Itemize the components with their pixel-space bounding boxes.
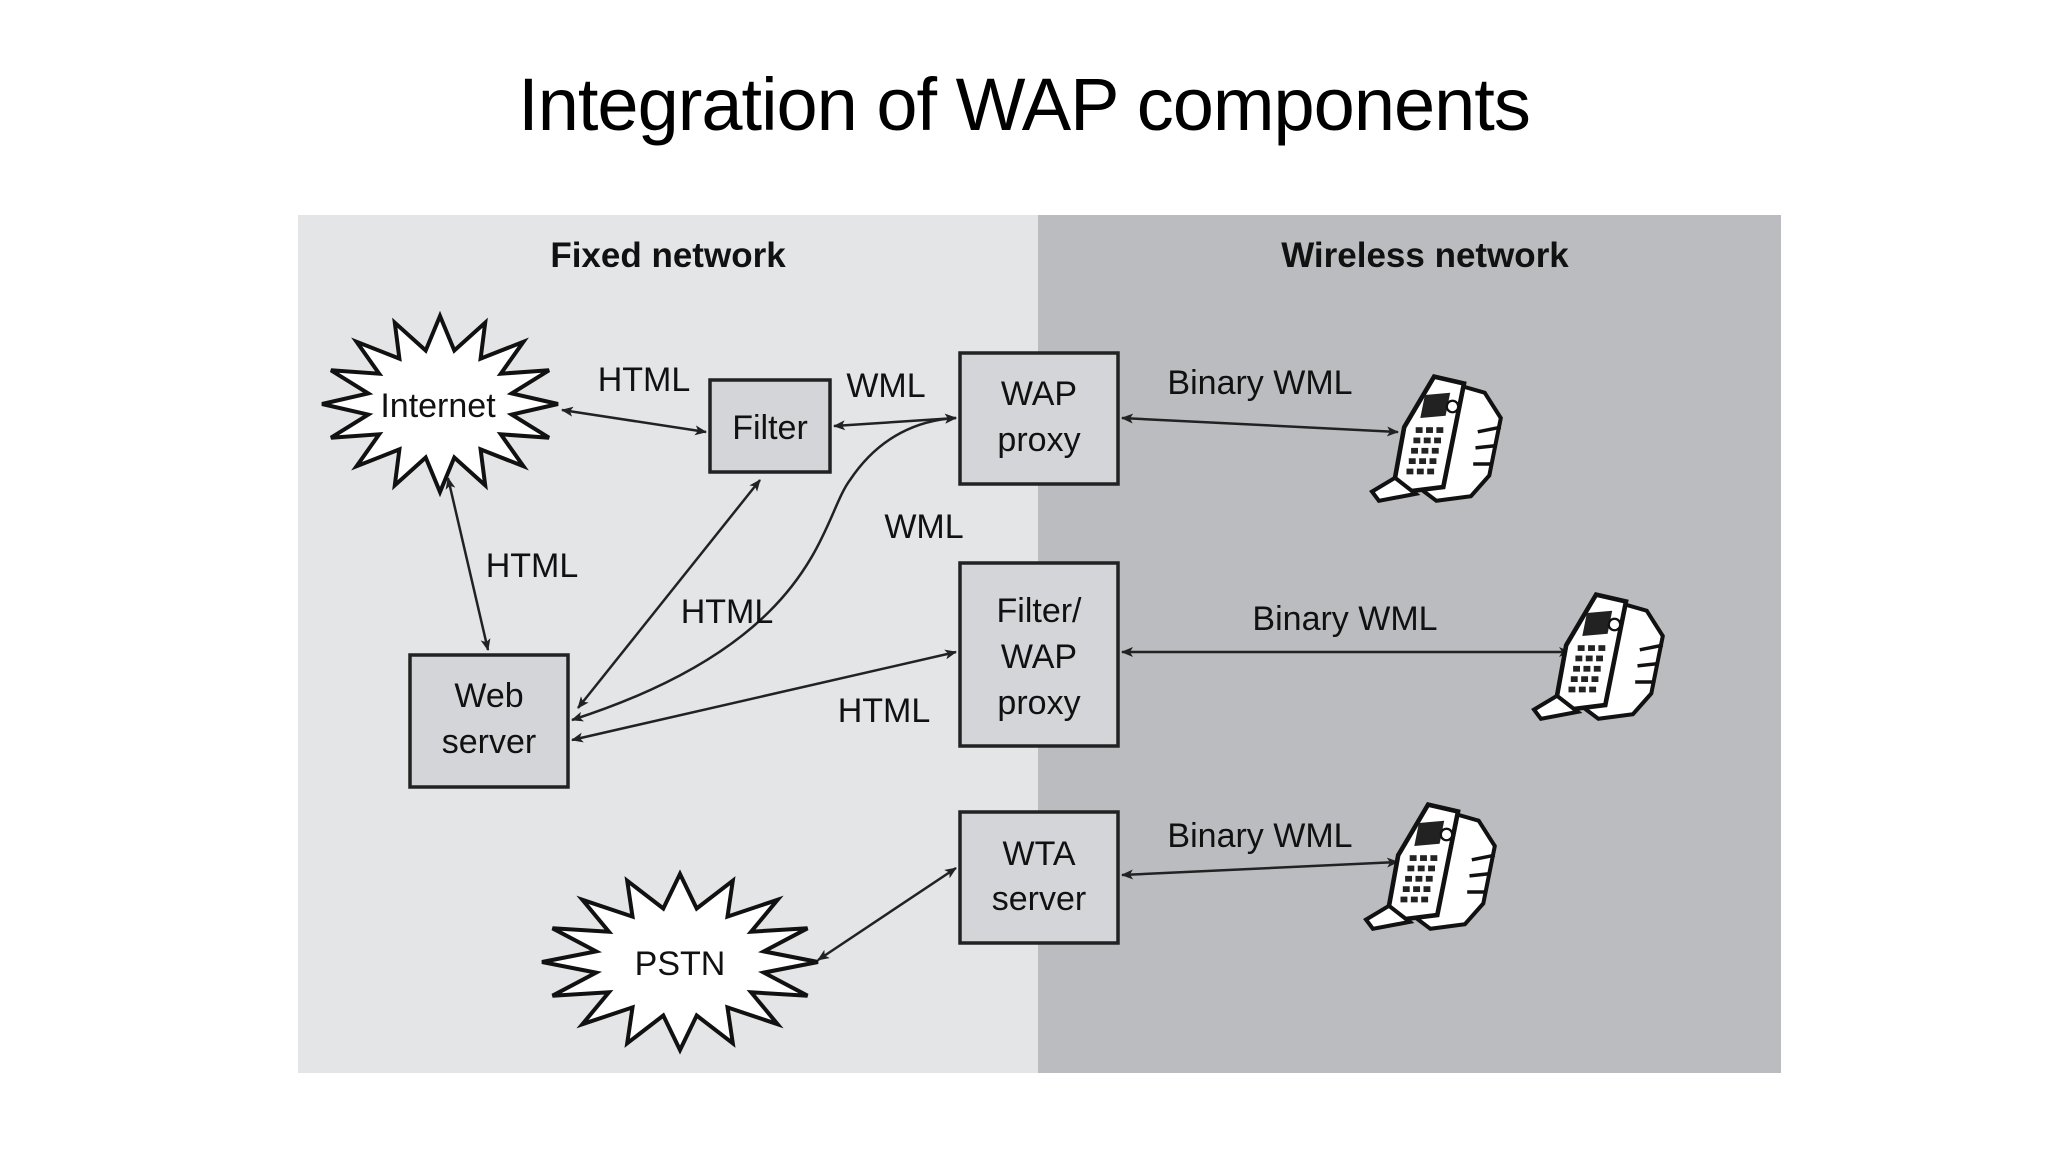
filter-wap-proxy-label-line1: Filter/ [997, 592, 1083, 630]
edge-label-web-filter: HTML [681, 593, 774, 631]
pstn-starburst [541, 869, 819, 1055]
pstn-label: PSTN [635, 945, 726, 983]
edge-pstn-wta [817, 866, 957, 962]
edge-web-filterwap [571, 649, 957, 743]
wta-server-label-line2: server [992, 880, 1086, 918]
edge-label-wap-phone: Binary WML [1167, 364, 1352, 402]
filter-wap-proxy-label-line3: proxy [997, 684, 1080, 722]
slide-title: Integration of WAP components [518, 63, 1531, 146]
wireless-network-label: Wireless network [1281, 236, 1569, 275]
internet-starburst [321, 310, 559, 498]
wta-server-label-line1: WTA [1002, 835, 1075, 873]
edge-wta-phone [1121, 857, 1399, 880]
edge-label-filterwap-phone: Binary WML [1252, 600, 1437, 638]
web-server-label-line2: server [442, 723, 536, 761]
fixed-network-label: Fixed network [550, 236, 786, 275]
web-server-label-line1: Web [454, 677, 523, 715]
edge-internet-web [445, 477, 491, 651]
edge-label-internet-filter: HTML [598, 361, 691, 399]
edge-label-wta-phone: Binary WML [1167, 817, 1352, 855]
wap-proxy-box [958, 351, 1120, 486]
edge-label-internet-web: HTML [486, 547, 579, 585]
edge-wap-phone [1121, 413, 1399, 437]
web-server-box [408, 653, 570, 789]
edge-label-web-filterwap: HTML [838, 692, 931, 730]
wireless-network-region [1038, 215, 1781, 1073]
filter-wap-proxy-box [958, 561, 1120, 748]
edge-label-filter-wap: WML [846, 367, 925, 405]
wap-proxy-label-line2: proxy [997, 421, 1080, 459]
internet-label: Internet [380, 387, 496, 425]
edge-label-web-wap: WML [884, 508, 963, 546]
wta-server-box [958, 810, 1120, 945]
filter-label: Filter [732, 409, 808, 447]
filter-wap-proxy-label-line2: WAP [1001, 638, 1077, 676]
wap-proxy-label-line1: WAP [1001, 375, 1077, 413]
